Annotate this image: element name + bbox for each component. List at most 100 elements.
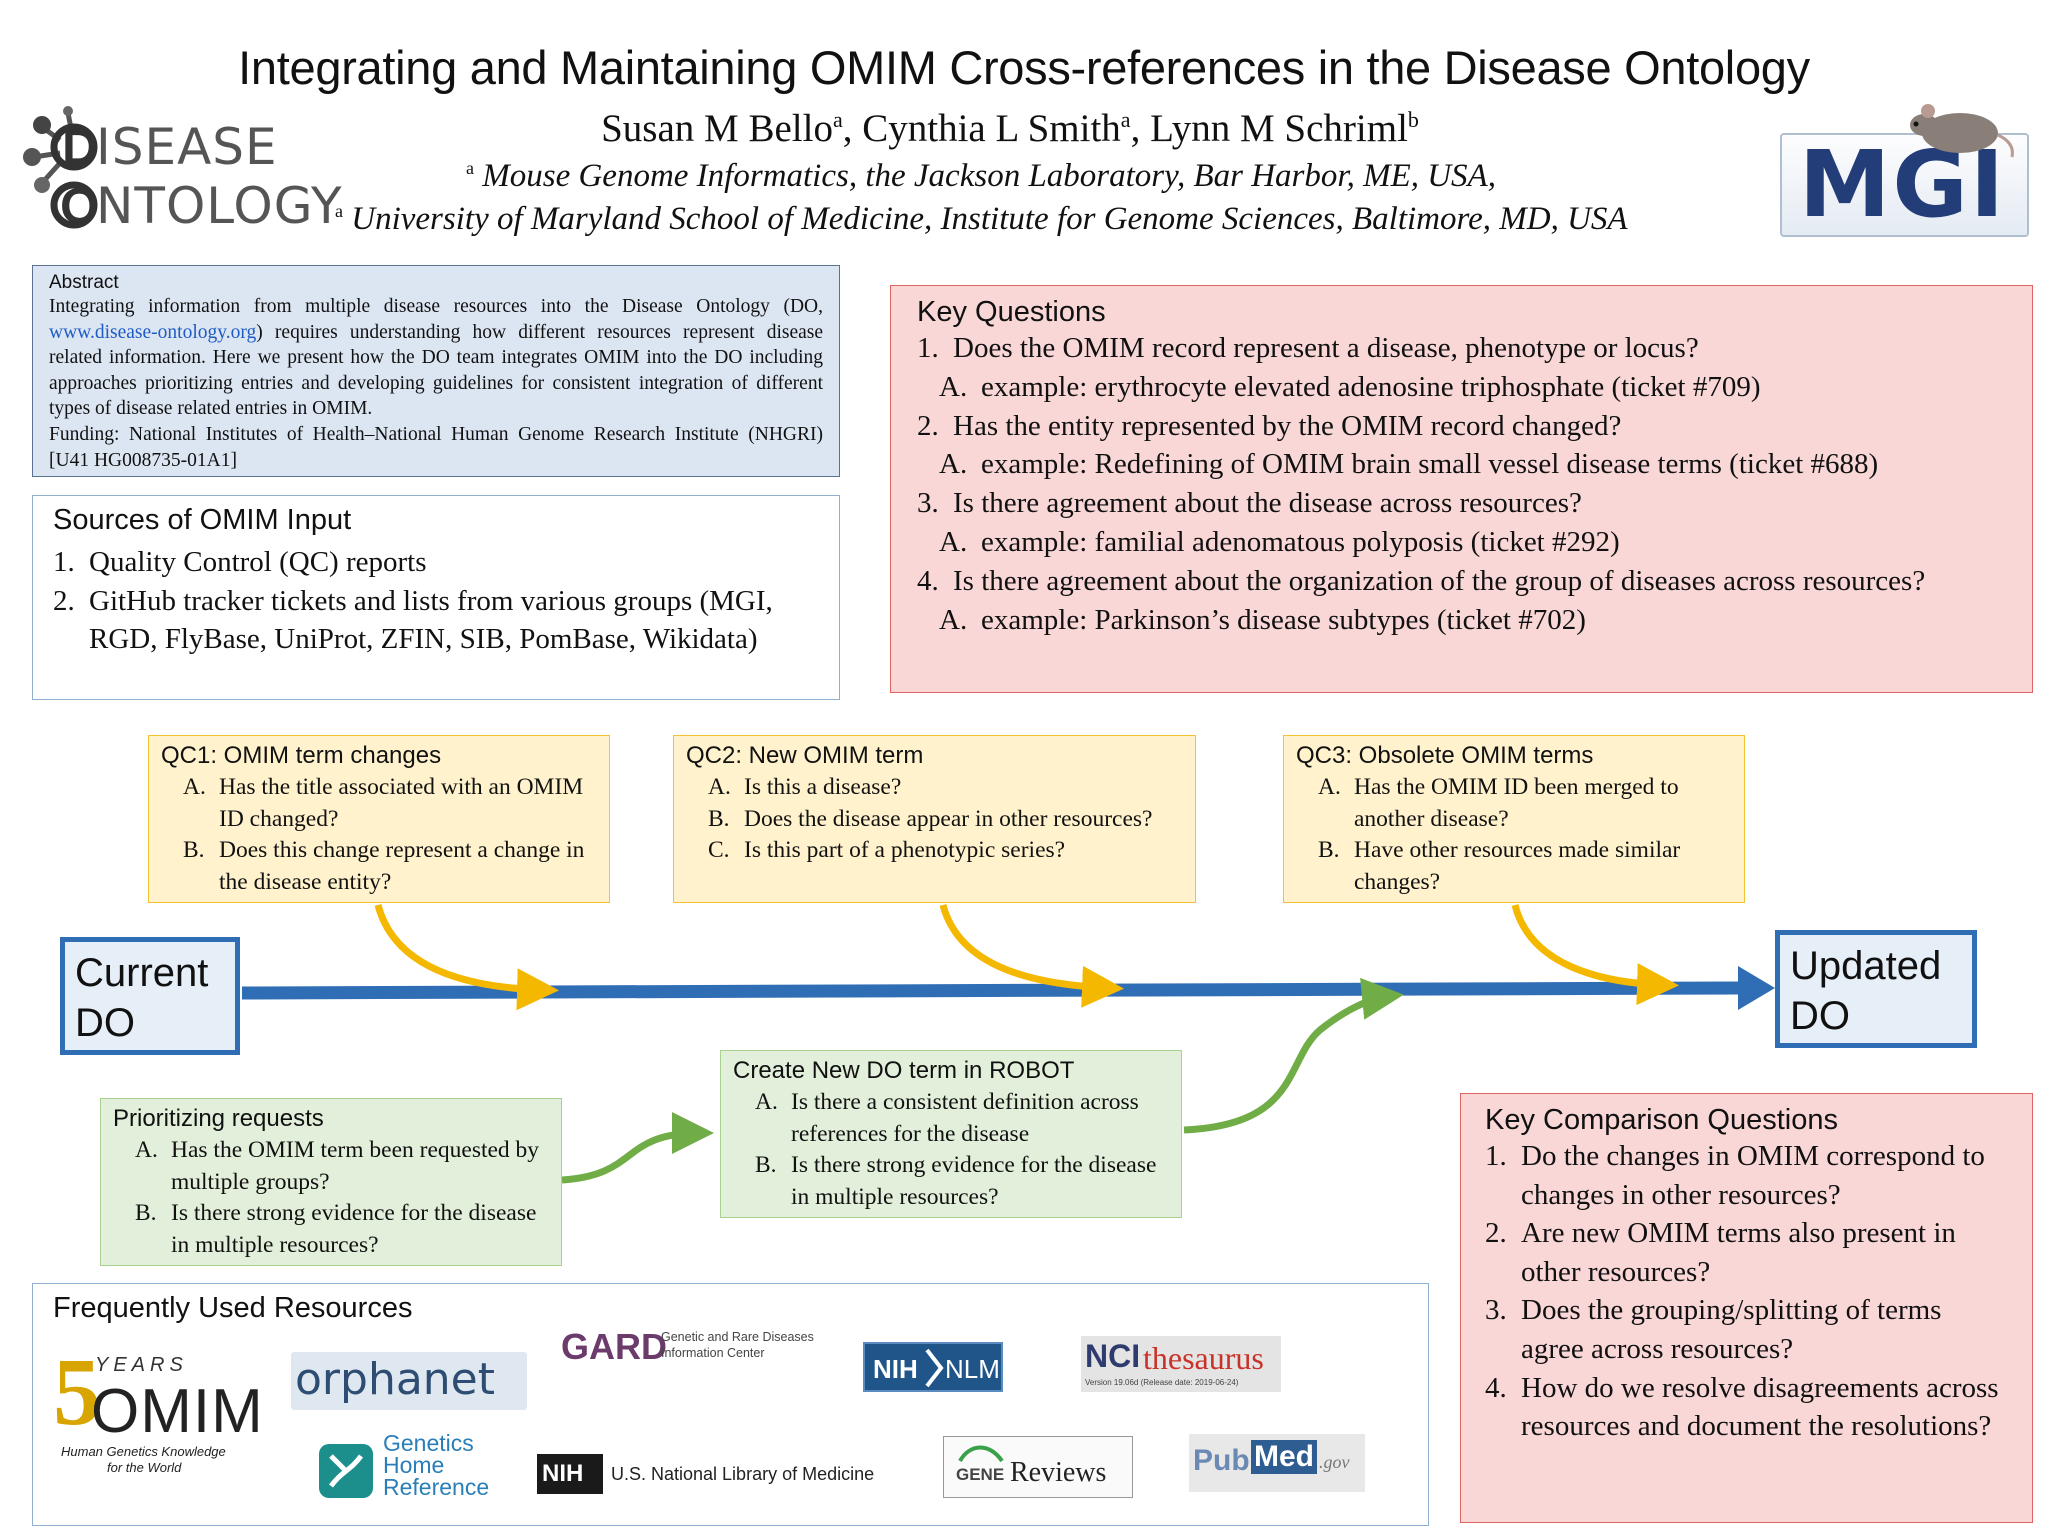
omim-tagline: for the World	[107, 1460, 182, 1475]
list-number: 2.	[53, 584, 75, 617]
list-text: Is there strong evidence for the disease…	[171, 1200, 537, 1258]
author-sep: ,	[1130, 107, 1151, 150]
mouse-icon	[1910, 104, 2014, 158]
list-text: Is there strong evidence for the disease…	[791, 1152, 1157, 1210]
list-text: Has the OMIM term been requested by mult…	[171, 1137, 540, 1195]
sub-list-item: A.example: Redefining of OMIM brain smal…	[917, 445, 2006, 484]
list-number: A.	[183, 774, 206, 800]
list-text: example: Parkinson’s disease subtypes (t…	[981, 603, 1586, 636]
genereviews-logo: GENE Reviews	[943, 1436, 1133, 1498]
sub-list-item: A.example: familial adenomatous polyposi…	[917, 523, 2006, 562]
disease-ontology-link[interactable]: www.disease-ontology.org	[49, 321, 257, 343]
prioritizing-box: Prioritizing requests A. Has the OMIM ter…	[100, 1098, 562, 1266]
list-number: B.	[755, 1152, 777, 1178]
list-text: Is there a consistent definition across …	[791, 1089, 1139, 1147]
list-number: 2.	[917, 409, 939, 442]
funding-text: Funding: National Institutes of Health–N…	[49, 423, 823, 471]
list-item: A.Has the title associated with an OMIM …	[161, 772, 597, 835]
list-number: 3.	[1485, 1294, 1507, 1327]
author-list: Susan M Belloa, Cynthia L Smitha, Lynn M…	[500, 106, 1520, 151]
updated-do-box: Updated DO	[1775, 930, 1977, 1048]
mgi-logo-text: MGI	[1798, 131, 2007, 238]
robot-arrow	[1183, 977, 1404, 1134]
list-text: How do we resolve disagreements across r…	[1521, 1371, 1999, 1443]
author-sup: a	[832, 107, 843, 132]
abstract-text: Integrating information from multiple di…	[49, 294, 823, 422]
thesaurus-label: thesaurus	[1143, 1340, 1264, 1376]
affiliation: a University of Maryland School of Medic…	[335, 201, 1628, 238]
key-comparison-box: Key Comparison Questions 1.Do the change…	[1460, 1093, 2033, 1523]
gard-subtitle: Genetic and Rare Diseases	[661, 1330, 814, 1344]
abstract-box: Abstract Integrating information from mu…	[32, 265, 840, 477]
list-item: C.Is this part of a phenotypic series?	[686, 835, 1183, 867]
abstract-text-part: ) requires understanding how different r…	[49, 321, 823, 420]
poster-title: Integrating and Maintaining OMIM Cross-r…	[238, 41, 1810, 94]
qc1-arrow	[374, 904, 559, 1011]
omim-five: 5	[53, 1338, 101, 1445]
list-number: B.	[708, 805, 730, 832]
do-logo-word: ISEASE	[96, 118, 278, 176]
list-number: A.	[708, 774, 731, 800]
gov-label: .gov	[1319, 1452, 1350, 1472]
prioritizing-arrow	[561, 1112, 714, 1184]
qc2-heading: QC2: New OMIM term	[686, 742, 924, 769]
main-flow-arrowhead	[1738, 966, 1775, 1010]
list-text: example: erythrocyte elevated adenosine …	[981, 370, 1761, 403]
do-logo-word: NTOLOGY	[96, 177, 343, 235]
list-text: Does the disease appear in other resourc…	[744, 805, 1153, 832]
list-item: 4.How do we resolve disagreements across…	[1485, 1369, 2008, 1446]
resources-box: Frequently Used Resources 5 YEARS OMIM H…	[32, 1283, 1429, 1526]
orphanet-name: orphanet	[295, 1354, 495, 1405]
qc3-box: QC3: Obsolete OMIM terms A.Has the OMIM …	[1283, 735, 1745, 903]
omim-name: OMIM	[91, 1377, 264, 1446]
ghr-label: Genetics	[383, 1430, 474, 1456]
key-questions-box: Key Questions 1.Does the OMIM record rep…	[890, 285, 2033, 693]
list-item: A. Has the OMIM term been requested by mu…	[113, 1135, 549, 1198]
author-name: Cynthia L Smith	[862, 107, 1121, 150]
gard-name: GARD	[561, 1326, 667, 1367]
qc1-heading: QC1: OMIM term changes	[161, 742, 442, 769]
author-sup: b	[1407, 107, 1419, 132]
chevron-right-icon	[925, 1348, 944, 1388]
list-number: A.	[939, 525, 968, 558]
orphanet-logo: orphanet	[291, 1352, 527, 1410]
abstract-text-part: Integrating information from multiple di…	[49, 296, 823, 317]
list-item: B. Is there strong evidence for the disea…	[733, 1150, 1169, 1213]
do-logo-letter: O	[60, 178, 99, 234]
qc3-arrow	[1511, 904, 1679, 1006]
author-sep: ,	[842, 107, 863, 150]
main-flow-line	[241, 981, 1741, 1000]
robot-box: Create New DO term in ROBOT A.Is there a…	[720, 1050, 1182, 1218]
list-number: A.	[1318, 774, 1341, 800]
list-number: A.	[755, 1089, 778, 1115]
list-number: 1.	[1485, 1140, 1507, 1172]
list-number: B.	[183, 837, 205, 863]
list-number: A.	[939, 448, 968, 481]
list-number: A.	[135, 1137, 158, 1163]
nih-nlm-logo: NIH NLM	[863, 1342, 1003, 1392]
omim-tagline: Human Genetics Knowledge	[61, 1444, 226, 1459]
list-text: GitHub tracker tickets and lists from va…	[89, 584, 773, 656]
list-number: 3.	[917, 487, 939, 520]
omim-years: YEARS	[95, 1354, 188, 1376]
prioritizing-heading: Prioritizing requests	[113, 1105, 324, 1132]
list-text: Has the OMIM ID been merged to another d…	[1354, 774, 1679, 832]
med-label: Med	[1251, 1440, 1317, 1474]
affiliation: a Mouse Genome Informatics, the Jackson …	[466, 158, 1496, 195]
pub-label: Pub	[1193, 1444, 1250, 1477]
helix-icon	[958, 1445, 1004, 1463]
pubmed-logo: Pub Med .gov	[1189, 1434, 1365, 1492]
resources-heading: Frequently Used Resources	[53, 1292, 413, 1324]
list-item: 2. GitHub tracker tickets and lists from …	[53, 582, 819, 659]
current-do-line: DO	[75, 1001, 135, 1045]
list-number: B.	[1318, 837, 1340, 863]
ghr-label: Home	[383, 1452, 445, 1478]
gard-logo: GARD Genetic and Rare Diseases Informati…	[561, 1326, 841, 1374]
key-comparison-heading: Key Comparison Questions	[1485, 1104, 1838, 1136]
list-text: Quality Control (QC) reports	[89, 546, 427, 578]
current-do-line: Current	[75, 951, 209, 995]
updated-do-line: DO	[1790, 994, 1850, 1038]
list-item: A.Is this a disease?	[686, 772, 1183, 804]
gene-label: GENE	[956, 1465, 1005, 1484]
omim-logo: 5 YEARS OMIM Human Genetics Knowledge fo…	[53, 1338, 263, 1476]
